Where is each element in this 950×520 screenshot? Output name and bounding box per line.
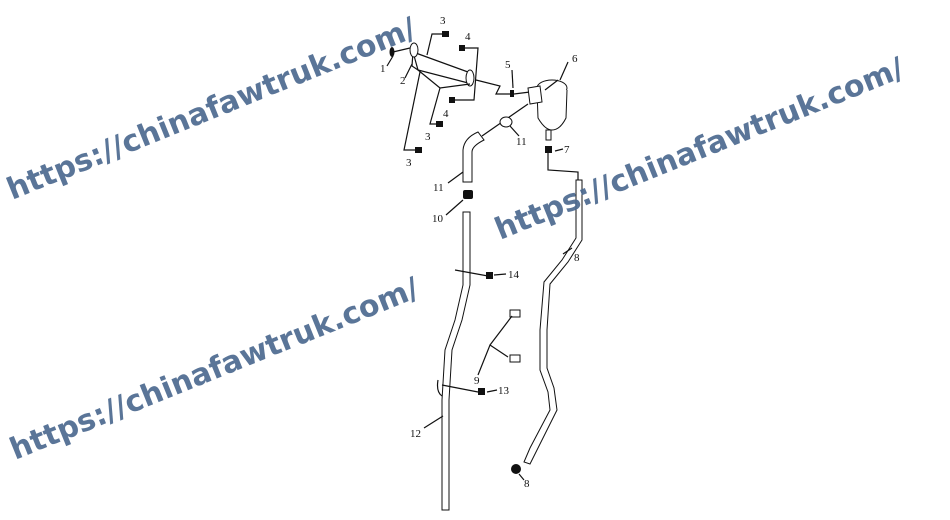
- label-2: 2: [400, 75, 406, 87]
- label-10: 10: [432, 213, 444, 225]
- label-1: 1: [380, 63, 386, 75]
- label-4: 4: [443, 108, 449, 120]
- label-11: 11: [433, 182, 444, 194]
- label-4: 4: [465, 31, 471, 43]
- part-number-labels: 1 2 3 3 3 4 4 5 6 7 8 8 9 10 11 11 12 13…: [380, 15, 580, 490]
- label-3: 3: [440, 15, 446, 27]
- bolt: [478, 388, 485, 395]
- bolt: [486, 272, 493, 279]
- bolts: [403, 31, 531, 153]
- fuel-filter: [527, 79, 579, 180]
- label-5: 5: [505, 59, 511, 71]
- label-11: 11: [516, 136, 527, 148]
- label-7: 7: [564, 144, 570, 156]
- leader-lines: [386, 55, 573, 481]
- end-nut: [511, 464, 521, 474]
- label-9: 9: [474, 375, 480, 387]
- label-3: 3: [406, 157, 412, 169]
- hose-clamp: [481, 103, 529, 137]
- pipe-right: [523, 179, 583, 465]
- nut: [463, 190, 473, 199]
- label-3: 3: [425, 131, 431, 143]
- label-12: 12: [410, 428, 421, 440]
- hose-elbow: [462, 131, 485, 183]
- label-8: 8: [524, 478, 530, 490]
- label-6: 6: [572, 53, 578, 65]
- clip-pieces: [477, 309, 521, 376]
- label-8: 8: [574, 252, 580, 264]
- label-13: 13: [498, 385, 510, 397]
- pipe-left: [441, 211, 471, 511]
- label-14: 14: [508, 269, 520, 281]
